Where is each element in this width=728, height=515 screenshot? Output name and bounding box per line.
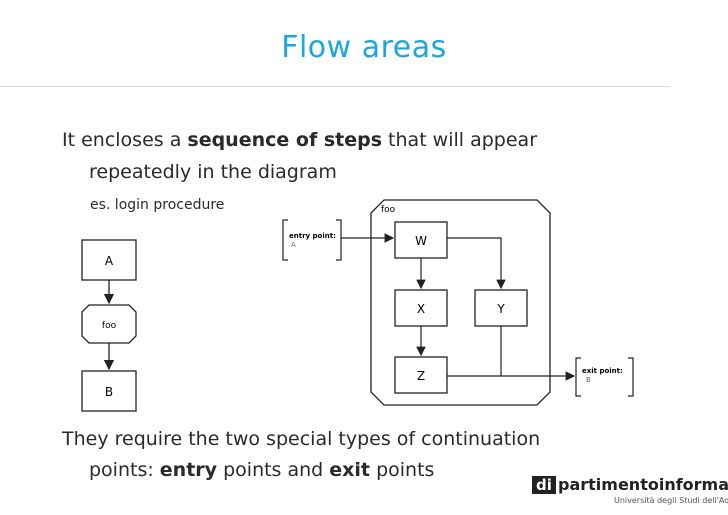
logo-wordmark: partimentoinformatica	[558, 476, 728, 494]
slide-title: Flow areas	[281, 30, 447, 65]
exit-point-bracket-left	[575, 357, 581, 397]
bullet-2-line-1: They require the two special types of co…	[62, 428, 541, 450]
logo-part-2: informatica	[658, 475, 728, 494]
logo-part-1: partimento	[558, 475, 659, 494]
box-a-label: A	[105, 254, 114, 268]
exit-point-bracket-right	[628, 357, 634, 397]
node-x-label: X	[417, 302, 425, 316]
flow-area-label: foo	[381, 205, 396, 215]
bullet-2-mid: points and	[217, 459, 330, 481]
logo-prefix: di	[532, 476, 556, 494]
bullet-2-strong-exit: exit	[329, 459, 371, 481]
node-z-label: Z	[417, 369, 425, 383]
node-y	[474, 289, 528, 327]
arrow-w-y	[447, 237, 506, 290]
bullet-2-pre: points:	[89, 459, 160, 481]
box-b-label: B	[105, 385, 113, 399]
entry-point-bracket-left	[282, 219, 288, 261]
bullet-2-post: points	[370, 459, 435, 481]
node-w	[394, 221, 448, 259]
exit-point-value: B	[586, 376, 591, 384]
bullet-1-line-1: It encloses a sequence of steps that wil…	[62, 131, 537, 150]
box-b	[81, 370, 137, 412]
node-z	[394, 356, 448, 394]
bullet-1-pre: It encloses a	[62, 129, 188, 151]
node-y-label: Y	[496, 302, 505, 316]
box-foo	[81, 304, 137, 344]
bullet-1-strong: sequence of steps	[187, 129, 383, 151]
bullet-2-strong-entry: entry	[159, 459, 218, 481]
example-text: es. login procedure	[90, 197, 225, 213]
bullet-1-line-2: repeatedly in the diagram	[89, 161, 337, 183]
node-x	[394, 289, 448, 327]
box-foo-label: foo	[102, 321, 117, 331]
entry-point-label: entry point:	[289, 232, 336, 240]
dipartimento-informatica-logo: di partimentoinformatica Università degl…	[532, 476, 728, 508]
node-w-label: W	[415, 234, 427, 248]
entry-point-bracket-right	[336, 219, 342, 261]
entry-point-value: A	[291, 241, 296, 249]
bullet-2-line-2: points: entry points and exit points	[89, 461, 434, 480]
bullet-1-post: that will appear	[382, 129, 538, 151]
title-divider	[0, 86, 670, 87]
box-a	[81, 239, 137, 281]
logo-subtitle: Università degli Studi dell'Aquila	[614, 496, 728, 505]
exit-point-label: exit point:	[582, 367, 623, 375]
